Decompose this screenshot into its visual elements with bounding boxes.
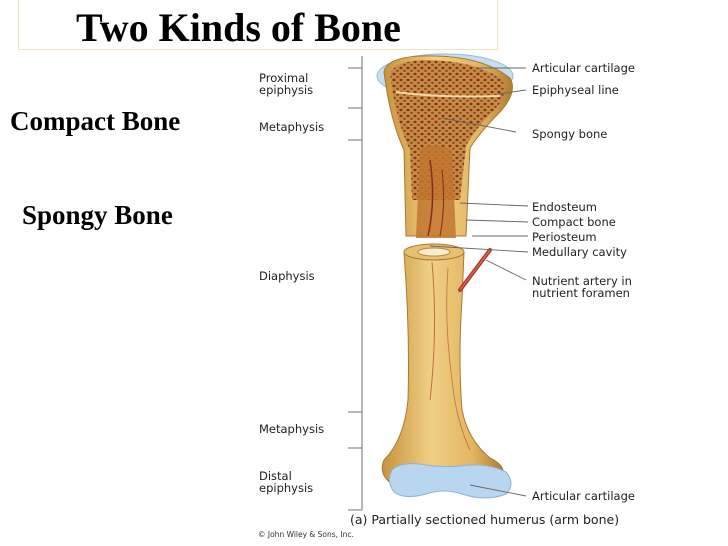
label-metaphysis-top: Metaphysis (259, 120, 325, 134)
label-metaphysis-bottom: Metaphysis (259, 422, 325, 436)
compact-bone-heading: Compact Bone (10, 106, 181, 136)
title-box (18, 0, 498, 50)
region-bracket (348, 56, 363, 511)
copyright-notice: © John Wiley & Sons, Inc. (258, 530, 354, 539)
slide-title: Two Kinds of Bone (76, 5, 401, 50)
label-articular-cartilage-top: Articular cartilage (532, 61, 635, 75)
label-periosteum: Periosteum (532, 230, 597, 244)
label-spongy-bone: Spongy bone (532, 127, 608, 141)
label-medullary-cavity: Medullary cavity (532, 245, 627, 259)
diaphysis-shaft (381, 243, 504, 485)
label-compact-bone: Compact bone (532, 215, 616, 229)
label-nutrient-foramen: nutrient foramen (532, 286, 630, 300)
spongy-bone-heading: Spongy Bone (22, 200, 173, 230)
label-diaphysis: Diaphysis (259, 269, 315, 283)
leader-lines (429, 67, 529, 497)
label-endosteum: Endosteum (532, 200, 597, 214)
label-nutrient-artery: Nutrient artery in (532, 274, 632, 288)
label-epiphyseal-line: Epiphyseal line (532, 83, 619, 97)
distal-articular-cartilage (388, 463, 512, 499)
label-articular-cartilage-bottom: Articular cartilage (532, 489, 635, 503)
figure-caption: (a) Partially sectioned humerus (arm bon… (350, 512, 620, 527)
proximal-epiphysis-section (376, 53, 514, 238)
label-distal-epiphysis: epiphysis (259, 481, 314, 495)
label-distal: Distal (259, 469, 292, 483)
label-proximal-epiphysis: epiphysis (259, 83, 314, 97)
label-proximal: Proximal (259, 71, 309, 85)
